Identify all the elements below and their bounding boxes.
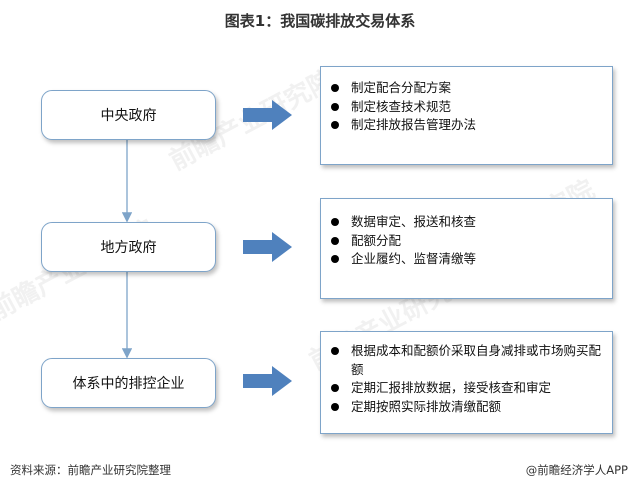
bullet-icon	[331, 402, 339, 411]
bullet-icon	[331, 384, 339, 392]
responsibility-list: 数据审定、报送和核查 配额分配 企业履约、监督清缴等	[331, 213, 604, 269]
detail-box-central-government: 制定配合分配方案 制定核查技术规范 制定排放报告管理办法	[320, 66, 613, 165]
list-item: 制定配合分配方案	[331, 79, 604, 98]
detail-box-local-government: 数据审定、报送和核查 配额分配 企业履约、监督清缴等	[320, 198, 613, 299]
responsibility-list: 制定配合分配方案 制定核查技术规范 制定排放报告管理办法	[331, 79, 604, 135]
level-label: 体系中的排控企业	[72, 376, 185, 392]
responsibility-list: 根据成本和配额价采取自身减排或市场购买配额 定期汇报排放数据，接受核查和审定 定…	[331, 342, 604, 416]
arrow-right-3	[243, 366, 292, 396]
arrow-right-2	[243, 232, 292, 262]
bullet-icon	[331, 121, 339, 129]
source-note: 资料来源：前瞻产业研究院整理	[10, 463, 171, 477]
detail-box-controlled-enterprises: 根据成本和配额价采取自身减排或市场购买配额 定期汇报排放数据，接受核查和审定 定…	[320, 331, 613, 434]
level-box-controlled-enterprises: 体系中的排控企业	[41, 358, 216, 408]
level-box-local-government: 地方政府	[41, 222, 216, 272]
list-item: 制定核查技术规范	[331, 98, 604, 117]
level-box-central-government: 中央政府	[41, 90, 216, 140]
list-item: 定期按照实际排放清缴配额	[331, 398, 604, 417]
list-item: 定期汇报排放数据，接受核查和审定	[331, 379, 604, 398]
bullet-icon	[331, 102, 339, 111]
publisher-credit: @前瞻经济学人APP	[525, 463, 628, 477]
bullet-icon	[331, 218, 339, 226]
bullet-icon	[331, 84, 339, 92]
bullet-icon	[331, 236, 339, 245]
arrow-right-1	[243, 100, 292, 130]
list-item: 企业履约、监督清缴等	[331, 250, 604, 269]
list-item: 配额分配	[331, 232, 604, 251]
level-label: 中央政府	[100, 108, 157, 124]
bullet-icon	[331, 347, 339, 355]
diagram-title: 图表1：我国碳排放交易体系	[224, 12, 416, 30]
list-item: 数据审定、报送和核查	[331, 213, 604, 232]
list-item: 制定排放报告管理办法	[331, 116, 604, 135]
level-label: 地方政府	[100, 240, 157, 256]
list-item: 根据成本和配额价采取自身减排或市场购买配额	[331, 342, 604, 379]
bullet-icon	[331, 255, 339, 263]
